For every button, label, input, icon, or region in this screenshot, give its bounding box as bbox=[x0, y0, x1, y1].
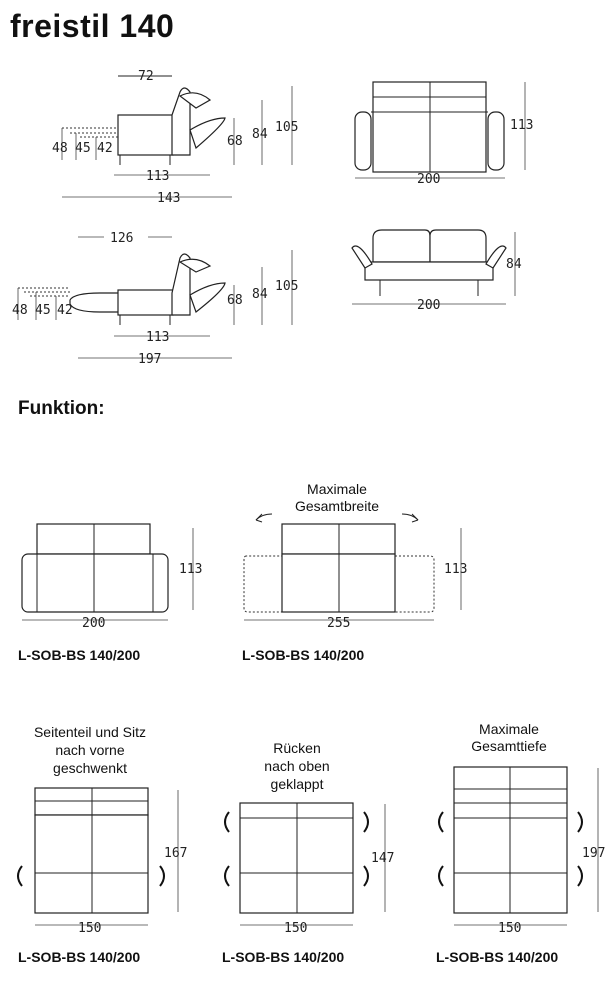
caption-line: geschwenkt bbox=[53, 760, 127, 776]
rotate-arrow-icon bbox=[224, 865, 230, 887]
dim-84: 84 bbox=[506, 257, 522, 272]
function-standard: 113 200 L-SOB-BS 140/200 bbox=[18, 523, 202, 663]
dim-113: 113 bbox=[146, 330, 169, 345]
rotate-arrow-icon bbox=[363, 811, 369, 833]
side-view-reclined: 126 48 45 42 68 84 105 113 197 bbox=[12, 231, 298, 367]
dim-143: 143 bbox=[157, 191, 180, 206]
function-width: 150 bbox=[78, 921, 101, 936]
rotate-arrow-icon bbox=[17, 865, 23, 887]
dim-45: 45 bbox=[35, 303, 51, 318]
function-label: L-SOB-BS 140/200 bbox=[436, 949, 558, 965]
dim-48: 48 bbox=[52, 141, 68, 156]
function-width: 150 bbox=[498, 921, 521, 936]
caption-line: Maximale bbox=[307, 481, 367, 497]
caption-line: nach oben bbox=[264, 758, 329, 774]
dim-42: 42 bbox=[57, 303, 73, 318]
dim-105: 105 bbox=[275, 120, 298, 135]
rotate-arrow-icon bbox=[363, 865, 369, 887]
function-label: L-SOB-BS 140/200 bbox=[222, 949, 344, 965]
dim-48: 48 bbox=[12, 303, 28, 318]
dim-45: 45 bbox=[75, 141, 91, 156]
caption-line: geklappt bbox=[271, 776, 324, 792]
dim-113: 113 bbox=[510, 118, 533, 133]
caption-line: Maximale bbox=[479, 721, 539, 737]
dim-84: 84 bbox=[252, 127, 268, 142]
dim-84: 84 bbox=[252, 287, 268, 302]
function-depth: 113 bbox=[444, 562, 467, 577]
section-heading: Funktion: bbox=[18, 398, 105, 419]
caption-line: Gesamtbreite bbox=[295, 498, 379, 514]
dim-68: 68 bbox=[227, 134, 243, 149]
rotate-arrow-icon bbox=[577, 811, 583, 833]
dim-113: 113 bbox=[146, 169, 169, 184]
function-width: 150 bbox=[284, 921, 307, 936]
function-max-depth: Maximale Gesamttiefe 197 150 L-SOB-BS 14… bbox=[436, 721, 605, 965]
dim-68: 68 bbox=[227, 293, 243, 308]
page-title: freistil 140 bbox=[10, 8, 175, 44]
function-depth: 147 bbox=[371, 851, 394, 866]
dim-200: 200 bbox=[417, 298, 440, 313]
side-view-upright: 72 48 45 42 68 84 105 113 143 bbox=[52, 69, 298, 206]
dim-126: 126 bbox=[110, 231, 133, 246]
function-width: 255 bbox=[327, 616, 350, 631]
top-view: 113 200 bbox=[354, 81, 533, 187]
function-depth: 197 bbox=[582, 846, 605, 861]
function-label: L-SOB-BS 140/200 bbox=[18, 949, 140, 965]
rotate-arrow-icon bbox=[224, 811, 230, 833]
caption-line: nach vorne bbox=[55, 742, 124, 758]
function-depth: 113 bbox=[179, 562, 202, 577]
dim-42: 42 bbox=[97, 141, 113, 156]
rotate-arrow-icon bbox=[159, 865, 165, 887]
function-swivel: Seitenteil und Sitz nach vorne geschwenk… bbox=[17, 724, 187, 965]
function-back-up: Rücken nach oben geklappt 147 150 L-SOB-… bbox=[222, 740, 394, 965]
rotate-arrow-icon bbox=[438, 811, 444, 833]
caption-line: Seitenteil und Sitz bbox=[34, 724, 146, 740]
rotate-arrow-icon bbox=[438, 865, 444, 887]
dim-72: 72 bbox=[138, 69, 154, 84]
function-label: L-SOB-BS 140/200 bbox=[242, 647, 364, 663]
dim-200: 200 bbox=[417, 172, 440, 187]
caption-line: Gesamttiefe bbox=[471, 738, 547, 754]
dim-105: 105 bbox=[275, 279, 298, 294]
function-depth: 167 bbox=[164, 846, 187, 861]
dim-197: 197 bbox=[138, 352, 161, 367]
function-width: 200 bbox=[82, 616, 105, 631]
caption-line: Rücken bbox=[273, 740, 320, 756]
function-max-width: Maximale Gesamtbreite 113 255 L-SOB-BS 1… bbox=[242, 481, 467, 663]
front-view: 84 200 bbox=[351, 229, 522, 313]
rotate-arrow-icon bbox=[577, 865, 583, 887]
function-label: L-SOB-BS 140/200 bbox=[18, 647, 140, 663]
